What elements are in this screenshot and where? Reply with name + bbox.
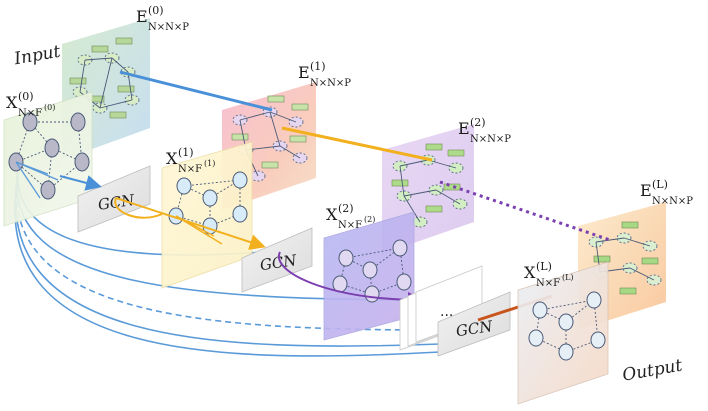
svg-text:E: E — [640, 181, 652, 200]
node-graph-node — [532, 301, 548, 319]
svg-text:N×N×P: N×N×P — [310, 78, 351, 89]
node-graph-node — [40, 180, 56, 200]
svg-text:(2): (2) — [338, 202, 354, 215]
svg-text:(1): (1) — [178, 146, 194, 159]
skip-curve-5 — [14, 175, 441, 357]
node-graph-node — [22, 112, 38, 132]
svg-text:N×N×P: N×N×P — [652, 196, 693, 207]
node-graph-node — [528, 329, 544, 347]
node-graph-node — [590, 331, 606, 349]
svg-text:(L): (L) — [652, 178, 668, 191]
svg-text:(L): (L) — [562, 273, 574, 282]
node-graph-node — [396, 273, 412, 291]
edge-label-0: E (0) N×N×P — [136, 4, 189, 33]
node-graph-node — [338, 249, 354, 267]
node-graph-node — [558, 343, 574, 361]
node-panel-0 — [3, 91, 93, 227]
node-label-2: X (2) N×F (2) — [326, 202, 375, 231]
node-graph-node — [586, 291, 602, 309]
svg-text:E: E — [136, 7, 148, 26]
svg-text:(0): (0) — [44, 103, 55, 112]
arrow-x0-to-gcn1 — [59, 175, 102, 191]
gcn-label-1: GCN — [97, 191, 137, 214]
svg-text:N×F: N×F — [536, 278, 560, 289]
gcn-block-1: GCN — [77, 165, 151, 233]
svg-text:N×F: N×F — [178, 164, 202, 175]
svg-text:(1): (1) — [310, 60, 326, 73]
node-graph-node — [364, 285, 380, 303]
node-graph-node — [202, 189, 218, 207]
node-graph-node — [392, 239, 408, 257]
svg-text:X: X — [524, 263, 536, 282]
arrow-x1-to-gcn2 — [115, 197, 266, 250]
node-panel-1 — [161, 141, 253, 289]
arrow-gcn2-to-stack — [277, 251, 424, 308]
svg-text:(2): (2) — [364, 215, 375, 224]
edge-link-2-L — [439, 180, 611, 242]
svg-text:E: E — [458, 119, 470, 138]
edge-label-2: E (2) N×N×P — [458, 116, 511, 145]
svg-text:X: X — [166, 149, 178, 168]
node-graph-node — [74, 152, 90, 172]
node-graph-node — [362, 261, 378, 279]
gcn-block-L: GCN — [437, 291, 511, 357]
svg-text:N×F: N×F — [338, 220, 362, 231]
svg-text:X: X — [6, 93, 18, 112]
svg-text:(L): (L) — [536, 260, 552, 273]
node-graph-node — [232, 171, 248, 189]
node-graph-node — [558, 313, 574, 331]
input-label: Input — [12, 42, 62, 70]
svg-text:(0): (0) — [18, 90, 34, 103]
edge-link-1-2 — [281, 126, 433, 162]
arrow-gcn1-to-x1 — [114, 197, 163, 219]
svg-text:(2): (2) — [470, 116, 486, 129]
node-label-0: X (0) N×F (0) — [6, 90, 55, 119]
svg-text:N×N×P: N×N×P — [470, 134, 511, 145]
edge-label-1: E (1) N×N×P — [298, 60, 351, 89]
gcn-label-2: GCN — [259, 251, 299, 274]
edge-link-0-1 — [119, 70, 273, 112]
svg-text:(0): (0) — [148, 4, 164, 17]
node-panel-L — [517, 261, 609, 405]
svg-text:X: X — [326, 205, 338, 224]
gcn-block-2: GCN — [241, 227, 313, 293]
node-graph-node — [44, 138, 60, 158]
svg-text:N×F: N×F — [18, 108, 42, 119]
stack-ellipsis: ... — [440, 304, 453, 320]
node-graph-node — [176, 177, 192, 195]
gcn-label-L: GCN — [455, 317, 495, 340]
node-graph-node — [232, 205, 248, 223]
output-label: Output — [621, 355, 684, 385]
svg-text:(1): (1) — [204, 159, 215, 168]
edge-label-L: E (L) N×N×P — [640, 178, 693, 207]
skip-curve-4 — [15, 173, 441, 347]
svg-text:E: E — [298, 63, 310, 82]
svg-text:N×N×P: N×N×P — [148, 22, 189, 33]
node-label-L: X (L) N×F (L) — [524, 260, 574, 289]
node-label-1: X (1) N×F (1) — [166, 146, 215, 175]
node-graph-node — [70, 112, 86, 132]
